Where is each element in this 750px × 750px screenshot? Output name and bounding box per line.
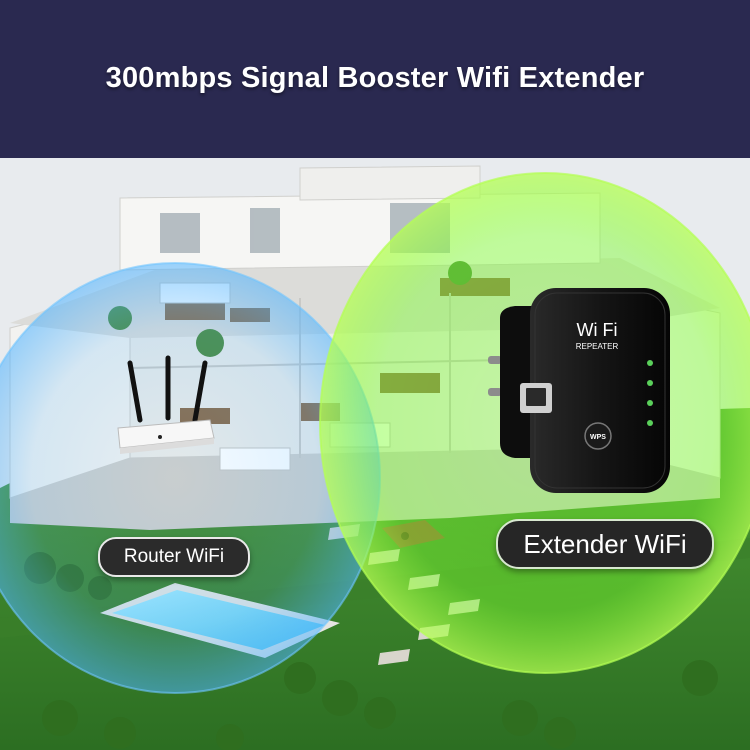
extender-wifi-label: Extender WiFi xyxy=(496,519,714,569)
house-scene: Wi Fi REPEATER WPS Router WiFi Extender … xyxy=(0,158,750,750)
banner-title: 300mbps Signal Booster Wifi Extender xyxy=(105,61,645,94)
title-banner: 300mbps Signal Booster Wifi Extender xyxy=(0,0,750,158)
device-model: REPEATER xyxy=(576,342,619,351)
house-illustration: Wi Fi REPEATER WPS xyxy=(0,158,750,750)
router-wifi-label: Router WiFi xyxy=(98,537,250,577)
wps-button-label: WPS xyxy=(590,434,606,441)
router-icon xyxy=(117,355,215,454)
extender-device xyxy=(488,288,670,493)
device-logo: Wi Fi xyxy=(577,320,618,340)
